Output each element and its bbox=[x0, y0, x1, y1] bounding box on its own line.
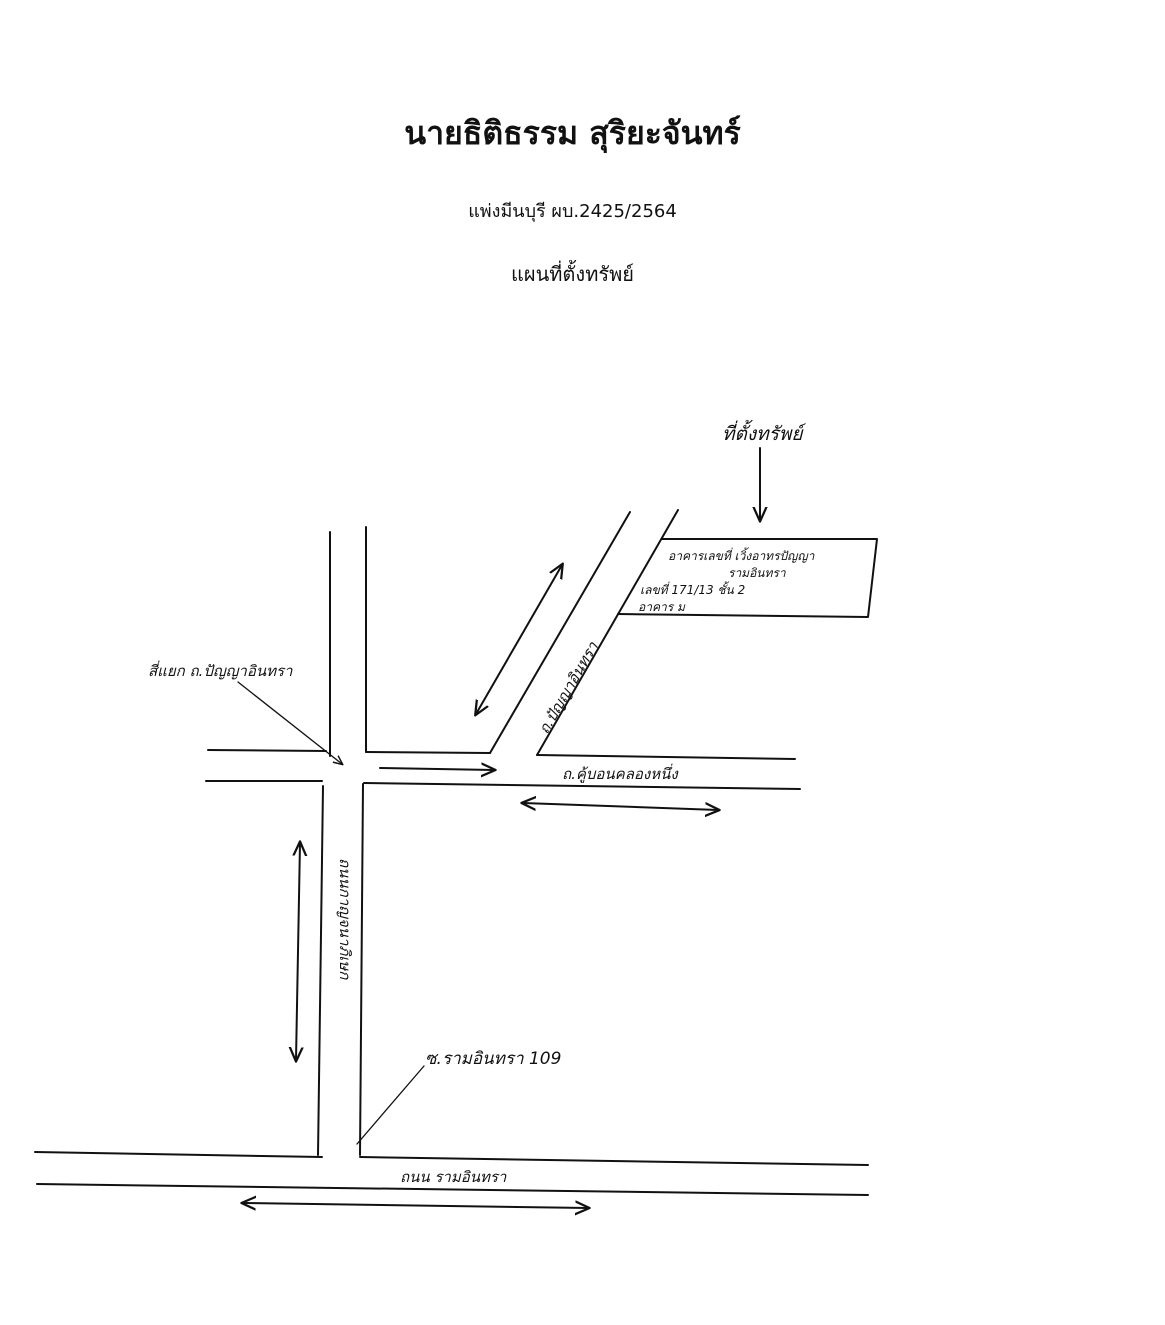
property-box-line-2: รามอินทรา bbox=[728, 566, 787, 580]
property-box-line-4: อาคาร ม bbox=[638, 600, 686, 614]
map-caption: แผนที่ตั้งทรัพย์ bbox=[510, 262, 635, 286]
bottom-road-upper-right bbox=[359, 1156, 869, 1166]
diagonal-road-label: ถ.ปัญญาอินทรา bbox=[535, 638, 602, 737]
vertical-road-label: ถนนกาญจนาภิเษก bbox=[336, 858, 354, 980]
intersection-leader bbox=[237, 681, 342, 764]
soi-leader bbox=[356, 1065, 425, 1145]
intersection-label: สี่แยก ถ.ปัญญาอินทรา bbox=[148, 660, 293, 680]
east-road-label: ถ.คู้บอนคลองหนึ่ง bbox=[562, 763, 679, 783]
soi-label: ซ.รามอินทรา 109 bbox=[425, 1049, 561, 1069]
bottom-road-label: ถนน รามอินทรา bbox=[400, 1168, 507, 1186]
east-direction-arrow bbox=[379, 768, 494, 770]
property-box-line-1: อาคารเลขที่ เวิ้งอาทรปัญญา bbox=[668, 547, 816, 563]
cross-road-east-lower bbox=[363, 782, 801, 790]
property-box-line-3: เลขที่ 171/13 ชั้น 2 bbox=[640, 581, 745, 597]
bottom-road-lower bbox=[36, 1183, 869, 1196]
cross-road-east-upper-a bbox=[365, 751, 491, 754]
case-number: แพ่งมีนบุรี ผบ.2425/2564 bbox=[468, 201, 677, 222]
property-box bbox=[617, 538, 878, 618]
bottom-road-upper-left bbox=[34, 1151, 323, 1158]
property-marker-label: ที่ตั้งทรัพย์ bbox=[722, 419, 807, 445]
east-road-double-arrow bbox=[523, 803, 718, 810]
vertical-road-right-lower bbox=[359, 783, 364, 1156]
diagonal-road-double-arrow bbox=[476, 565, 562, 714]
vertical-road-left-lower bbox=[317, 785, 324, 1156]
bottom-road-double-arrow bbox=[243, 1203, 588, 1208]
cross-road-east-upper-b bbox=[536, 754, 796, 760]
cross-road-west-upper bbox=[207, 749, 327, 752]
page-title: นายธิติธรรม สุริยะจันทร์ bbox=[404, 114, 741, 152]
vertical-road-double-arrow bbox=[296, 843, 300, 1060]
